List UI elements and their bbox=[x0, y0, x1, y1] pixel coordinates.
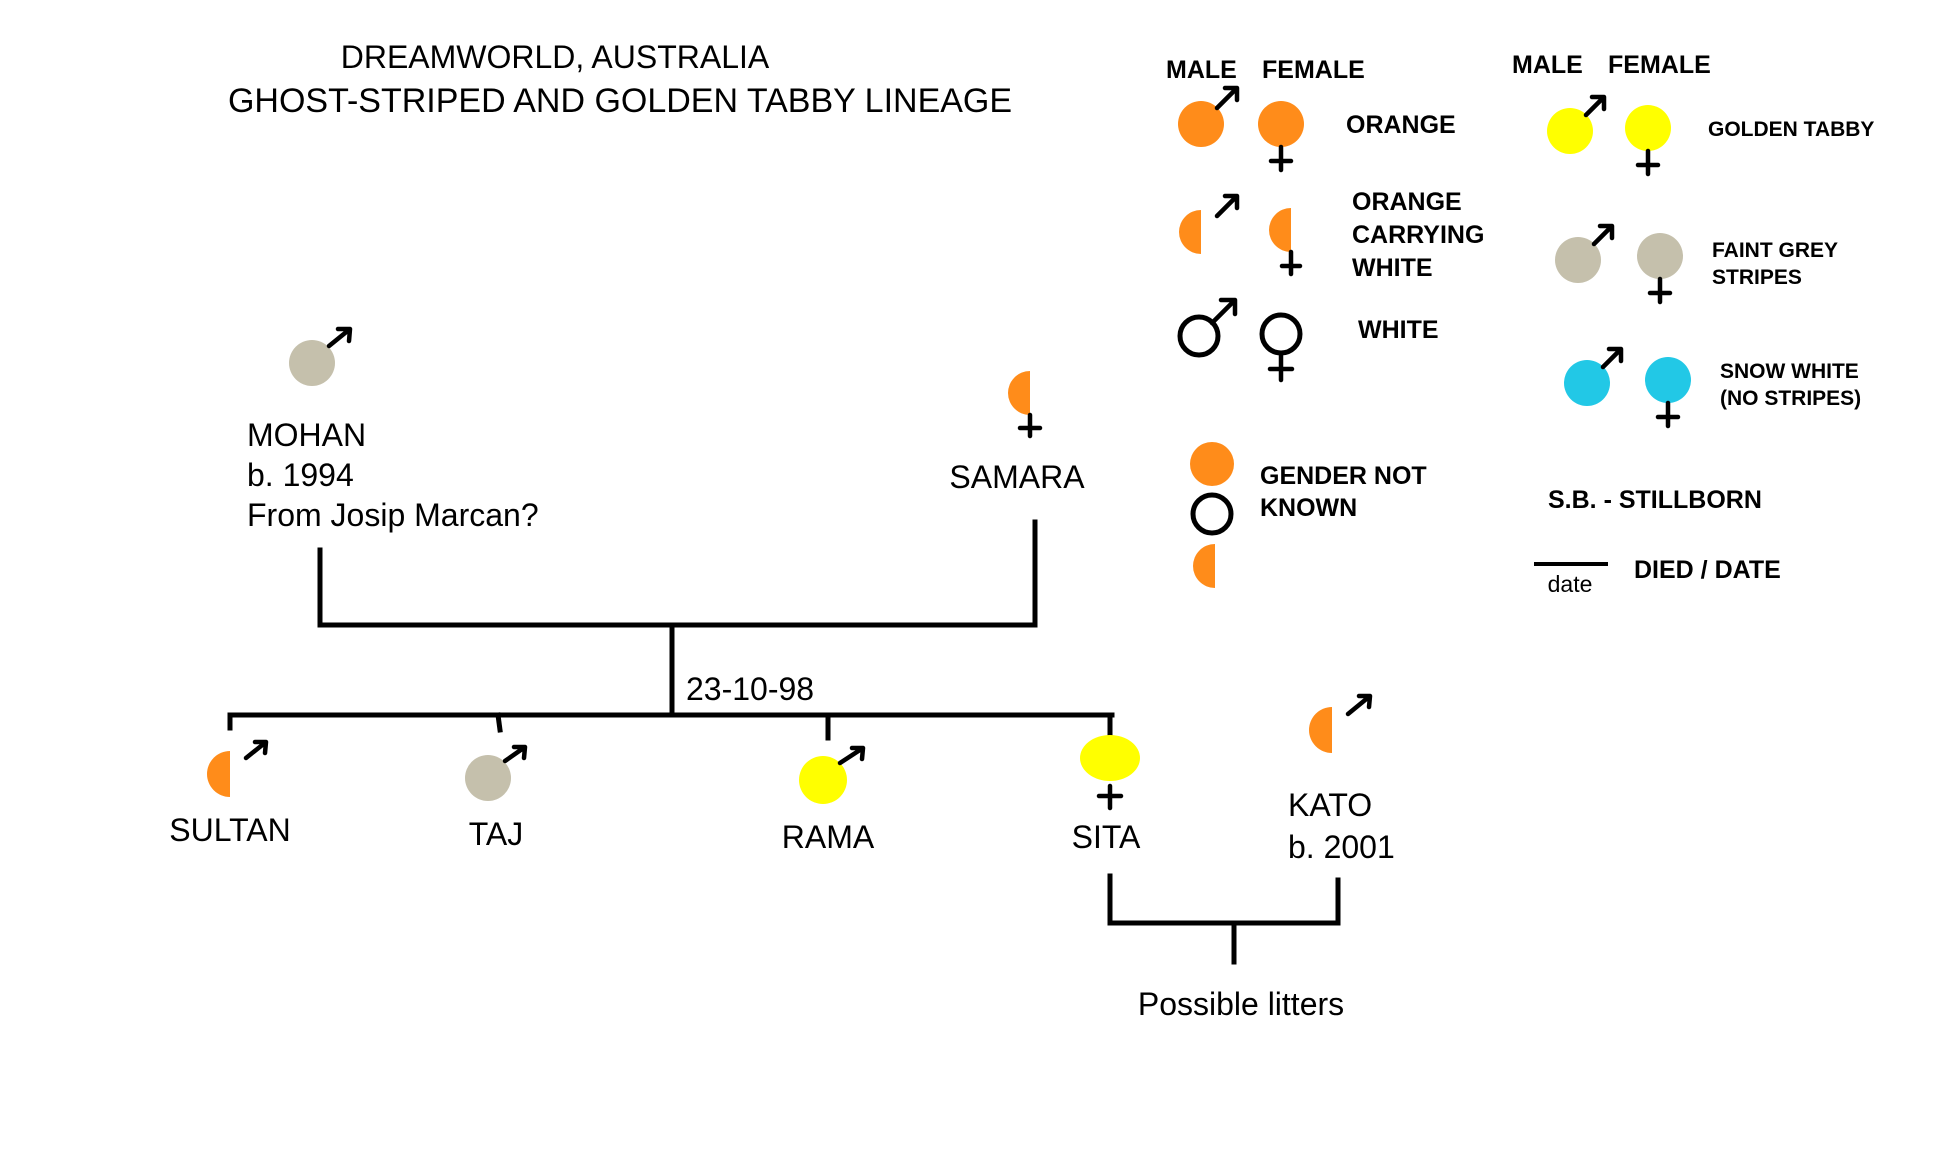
mohan-born: b. 1994 bbox=[247, 457, 354, 493]
title-line-1: DREAMWORLD, AUSTRALIA bbox=[341, 39, 770, 75]
legend-golden-label: GOLDEN TABBY bbox=[1708, 118, 1874, 141]
legend-white-label: WHITE bbox=[1358, 316, 1439, 344]
legend-header-male: MALE bbox=[1166, 56, 1237, 84]
pedigree-lines bbox=[227, 519, 1341, 965]
legend-golden-male-icon bbox=[1547, 94, 1607, 154]
legend-carrier-label-3: WHITE bbox=[1352, 254, 1433, 282]
title-line-2: GHOST-STRIPED AND GOLDEN TABBY LINEAGE bbox=[228, 82, 1012, 120]
kato-icon bbox=[1309, 693, 1373, 753]
legend-orange-female-icon bbox=[1258, 101, 1304, 173]
sultan-icon bbox=[207, 739, 269, 797]
legend-unknown-white-icon bbox=[1190, 492, 1234, 536]
sita-icon bbox=[1080, 735, 1140, 811]
kato-name: KATO bbox=[1288, 787, 1372, 823]
legend-grey-label-1: FAINT GREY bbox=[1712, 239, 1838, 262]
kato-born: b. 2001 bbox=[1288, 829, 1395, 865]
legend-snow-male-icon bbox=[1564, 346, 1624, 406]
legend-died-date: date bbox=[1548, 571, 1593, 597]
legend-grey-male-icon bbox=[1555, 223, 1615, 283]
sultan-name: SULTAN bbox=[169, 812, 291, 848]
legend-grey-female-icon bbox=[1637, 233, 1683, 305]
legend-carrier-label-2: CARRYING bbox=[1352, 221, 1484, 249]
samara-icon bbox=[1008, 371, 1052, 439]
legend-stillborn-label: S.B. - STILLBORN bbox=[1548, 486, 1762, 514]
sita-name: SITA bbox=[1072, 819, 1141, 855]
legend-header-female: FEMALE bbox=[1262, 56, 1365, 84]
legend-snow-label-1: SNOW WHITE bbox=[1720, 360, 1859, 383]
taj-name: TAJ bbox=[469, 816, 524, 852]
legend-orange-male-icon bbox=[1178, 85, 1240, 147]
legend-unknown-label-1: GENDER NOT bbox=[1260, 462, 1427, 490]
taj-icon bbox=[465, 744, 528, 801]
legend-carrier-label-1: ORANGE bbox=[1352, 188, 1462, 216]
legend-died-label: DIED / DATE bbox=[1634, 556, 1781, 584]
mohan-icon bbox=[289, 326, 353, 386]
legend-unknown-carrier-icon bbox=[1193, 544, 1237, 588]
samara-name: SAMARA bbox=[949, 459, 1085, 495]
legend-snow-female-icon bbox=[1645, 357, 1691, 429]
legend-white-female-icon bbox=[1259, 312, 1303, 383]
mohan-note: From Josip Marcan? bbox=[247, 497, 539, 533]
legend-unknown-label-2: KNOWN bbox=[1260, 494, 1357, 522]
legend-golden-female-icon bbox=[1625, 105, 1671, 177]
legend2-header-male: MALE bbox=[1512, 51, 1583, 79]
legend-grey-label-2: STRIPES bbox=[1712, 266, 1802, 289]
legend-carrier-male-icon bbox=[1179, 193, 1240, 254]
legend-unknown-orange-icon bbox=[1190, 442, 1234, 486]
legend-white-male-icon bbox=[1177, 297, 1238, 358]
rama-name: RAMA bbox=[782, 819, 875, 855]
possible-litters-label: Possible litters bbox=[1138, 986, 1344, 1022]
mohan-name: MOHAN bbox=[247, 417, 366, 453]
rama-icon bbox=[799, 745, 866, 804]
legend-carrier-female-icon bbox=[1269, 208, 1313, 277]
legend2-header-female: FEMALE bbox=[1608, 51, 1711, 79]
legend-orange-label: ORANGE bbox=[1346, 111, 1456, 139]
legend-snow-label-2: (NO STRIPES) bbox=[1720, 387, 1861, 410]
litter-date: 23-10-98 bbox=[686, 671, 814, 707]
